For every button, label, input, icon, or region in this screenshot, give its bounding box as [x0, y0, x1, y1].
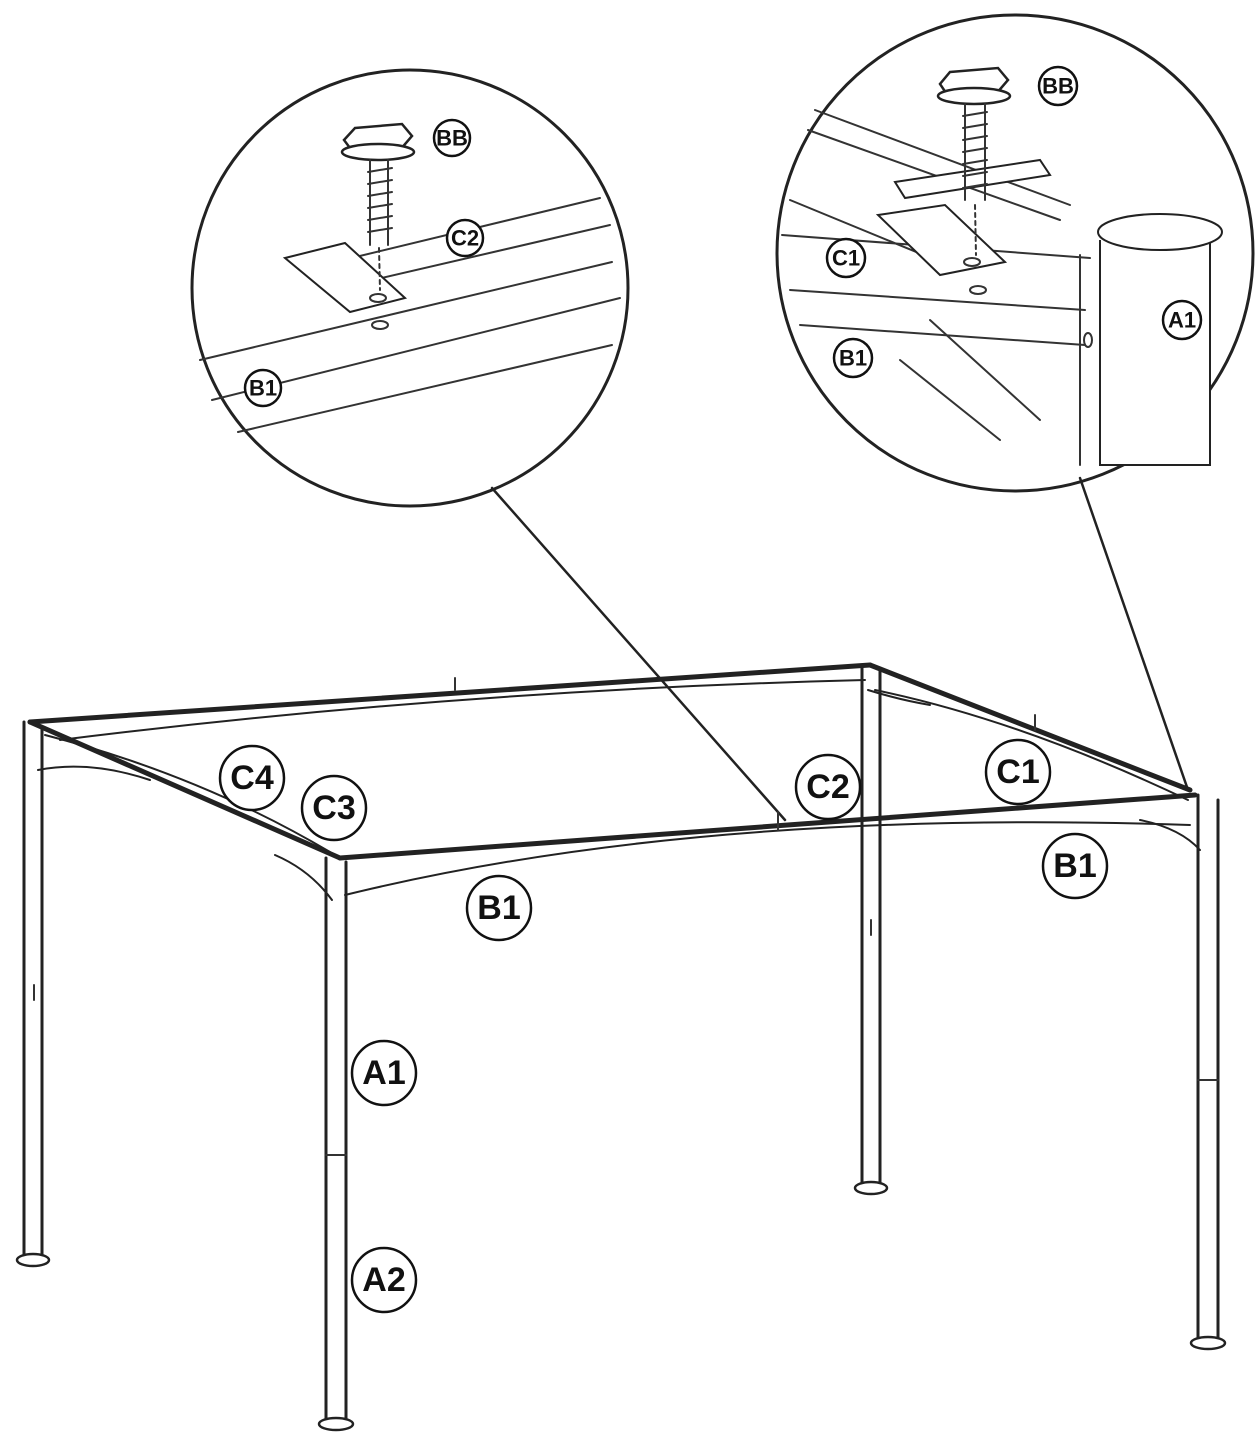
- gazebo-frame: [15, 662, 1227, 1432]
- brace-left-back: [37, 765, 151, 781]
- svg-text:B1: B1: [1053, 847, 1096, 885]
- post-left-back: [15, 720, 51, 1268]
- svg-text:C1: C1: [996, 753, 1039, 791]
- svg-text:BB: BB: [436, 126, 468, 151]
- detail-right-hole-lower: [969, 285, 987, 295]
- svg-text:C2: C2: [806, 768, 849, 806]
- detail-left-hole-lower: [371, 320, 389, 330]
- right-side-beam: [867, 662, 1193, 793]
- svg-text:B1: B1: [839, 346, 867, 371]
- svg-text:C1: C1: [832, 246, 860, 271]
- detail-right-bolt: [936, 66, 1012, 256]
- label-c3: C3: [300, 774, 368, 842]
- front-beam: [337, 792, 1198, 861]
- detail-right-label-bb: BB: [1037, 65, 1079, 107]
- svg-text:BB: BB: [1042, 74, 1074, 99]
- left-side-arc: [44, 734, 331, 853]
- right-side-arc: [874, 689, 1189, 801]
- detail-left-label-b1: B1: [243, 368, 283, 408]
- leader-line-right: [1078, 476, 1190, 792]
- svg-text:A2: A2: [362, 1261, 405, 1299]
- detail-right-post: [1099, 240, 1211, 466]
- detail-left-bolt: [340, 122, 416, 291]
- front-beam-arc: [344, 821, 1191, 896]
- brace-right-back: [867, 689, 931, 706]
- detail-right-rafter-mid: [807, 129, 1061, 221]
- detail-right-post-top: [1097, 213, 1223, 251]
- label-c4: C4: [218, 744, 286, 812]
- svg-text:A1: A1: [1168, 308, 1196, 333]
- detail-right-plate-top: [893, 158, 1052, 200]
- detail-right-post-hole: [1083, 332, 1093, 348]
- detail-right-label-a1: A1: [1161, 299, 1203, 341]
- detail-right-hole: [963, 257, 981, 267]
- detail-left-beam-bottom: [237, 344, 613, 433]
- detail-bubble-left: BB C2 B1: [190, 68, 630, 508]
- post-right-back: [853, 663, 889, 1196]
- svg-text:C4: C4: [230, 759, 274, 797]
- post-left-front: [317, 856, 355, 1432]
- label-a1: A1: [350, 1039, 418, 1107]
- detail-right-label-c1: C1: [825, 237, 867, 279]
- back-beam: [27, 662, 873, 725]
- detail-left-circle: [190, 68, 630, 508]
- detail-left-label-bb: BB: [432, 118, 472, 158]
- svg-text:B1: B1: [477, 889, 520, 927]
- detail-right-rafter-top: [814, 109, 1071, 206]
- detail-right-beam-bottom: [799, 324, 1086, 346]
- brace-left-front: [274, 854, 333, 901]
- label-c2: C2: [794, 753, 862, 821]
- label-c1: C1: [984, 738, 1052, 806]
- detail-bubble-right: BB C1 B1 A1: [775, 13, 1255, 493]
- left-side-beam: [27, 719, 343, 861]
- svg-text:C3: C3: [312, 789, 355, 827]
- label-b1-right: B1: [1041, 832, 1109, 900]
- detail-left-label-c2: C2: [445, 218, 485, 258]
- svg-text:C2: C2: [451, 226, 479, 251]
- back-beam-arc: [59, 679, 866, 741]
- detail-left-hole: [369, 293, 387, 303]
- post-right-front: [1189, 793, 1227, 1351]
- leader-line-left: [490, 486, 787, 822]
- brace-right-front: [1139, 819, 1201, 851]
- detail-right-label-b1: B1: [832, 337, 874, 379]
- detail-right-diagonals: [899, 319, 1041, 441]
- svg-text:A1: A1: [362, 1054, 405, 1092]
- label-b1-front: B1: [465, 874, 533, 942]
- label-a2: A2: [350, 1246, 418, 1314]
- detail-right-beam-mid: [789, 289, 1086, 311]
- detail-left-beam-top: [199, 261, 613, 361]
- svg-text:B1: B1: [249, 376, 277, 401]
